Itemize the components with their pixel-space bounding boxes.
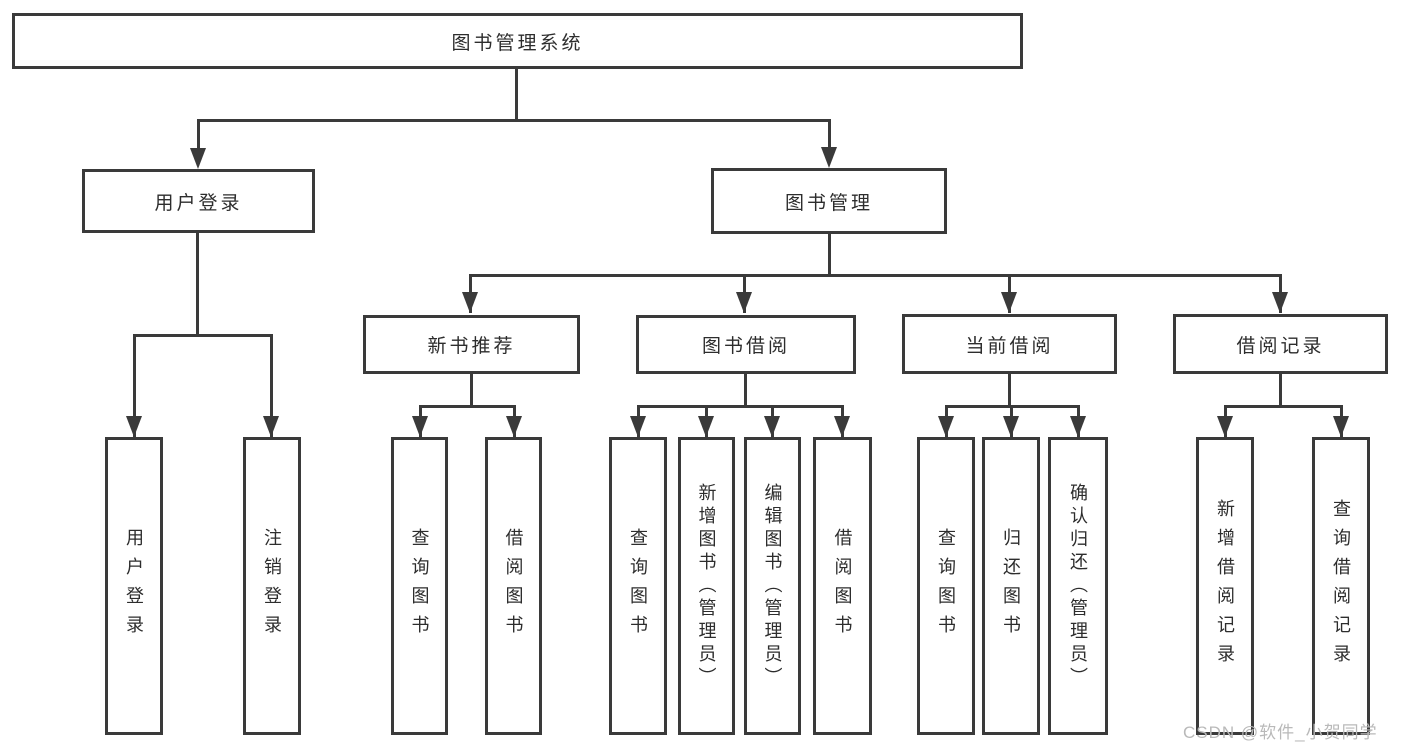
leaf-query-books-c-label: 查询图书 <box>936 528 956 644</box>
leaf-query-books-b-label: 查询图书 <box>628 528 648 644</box>
leaf-logout-label: 注销登录 <box>262 528 282 644</box>
node-user-login: 用户登录 <box>82 169 315 233</box>
arrow-to-user-login-icon <box>190 148 206 169</box>
watermark: CSDN @软件_小贺同学 <box>1183 723 1378 742</box>
arrow-to-leaf-query-books-b-icon <box>630 416 646 437</box>
arrow-to-leaf-add-borrow-record-icon <box>1217 416 1233 437</box>
connector-to-book-management <box>828 119 831 160</box>
leaf-query-books-b: 查询图书 <box>609 437 667 735</box>
arrow-to-new-book-recommend-icon <box>462 292 478 313</box>
leaf-borrow-books-b: 借阅图书 <box>813 437 872 735</box>
arrow-to-leaf-add-books-icon <box>698 416 714 437</box>
arrow-to-book-borrow-icon <box>736 292 752 313</box>
arrow-to-leaf-borrow-books-a-icon <box>506 416 522 437</box>
leaf-query-books-c: 查询图书 <box>917 437 975 735</box>
leaf-return-books-label: 归还图书 <box>1001 528 1021 644</box>
connector-root-split <box>197 119 831 122</box>
node-root-label: 图书管理系统 <box>451 32 584 54</box>
connector-to-leaf-user-login <box>133 334 136 437</box>
node-book-management: 图书管理 <box>711 168 947 234</box>
leaf-add-borrow-record-label: 新增借阅记录 <box>1215 499 1235 673</box>
leaf-user-login: 用户登录 <box>105 437 163 735</box>
leaf-query-books-a-label: 查询图书 <box>409 528 430 644</box>
leaf-confirm-return: 确认归还（管理员） <box>1048 437 1108 735</box>
connector-root-stem <box>515 69 518 121</box>
node-root: 图书管理系统 <box>12 13 1023 69</box>
connector-to-leaf-logout <box>270 334 273 437</box>
connector-to-user-login <box>197 119 200 161</box>
leaf-edit-books-label: 编辑图书（管理员） <box>762 482 783 690</box>
arrow-to-book-management-icon <box>821 147 837 168</box>
leaf-logout: 注销登录 <box>243 437 301 735</box>
arrow-to-borrow-records-icon <box>1272 292 1288 313</box>
node-book-borrow: 图书借阅 <box>636 315 856 374</box>
leaf-borrow-books-a-label: 借阅图书 <box>503 528 524 644</box>
leaf-borrow-books-a: 借阅图书 <box>485 437 542 735</box>
leaf-confirm-return-label: 确认归还（管理员） <box>1068 482 1088 690</box>
arrow-to-leaf-edit-books-icon <box>764 416 780 437</box>
leaf-edit-books: 编辑图书（管理员） <box>744 437 801 735</box>
node-book-borrow-label: 图书借阅 <box>701 336 790 357</box>
leaf-return-books: 归还图书 <box>982 437 1040 735</box>
node-current-borrow: 当前借阅 <box>902 314 1117 374</box>
node-borrow-records: 借阅记录 <box>1173 314 1388 374</box>
connector-new-book-recommend-stem <box>470 374 473 407</box>
leaf-borrow-books-b-label: 借阅图书 <box>832 528 853 644</box>
connector-user-login-split <box>133 334 272 337</box>
leaf-query-books-a: 查询图书 <box>391 437 448 735</box>
connector-borrow-records-split <box>1224 405 1342 408</box>
arrow-to-leaf-query-books-c-icon <box>938 416 954 437</box>
connector-user-login-stem <box>196 233 199 336</box>
node-borrow-records-label: 借阅记录 <box>1236 335 1325 357</box>
leaf-add-books-label: 新增图书（管理员） <box>696 482 717 690</box>
node-new-book-recommend-label: 新书推荐 <box>427 336 516 357</box>
node-user-login-label: 用户登录 <box>154 192 243 214</box>
arrow-to-leaf-logout-icon <box>263 416 279 437</box>
leaf-user-login-label: 用户登录 <box>124 528 144 644</box>
arrow-to-leaf-confirm-return-icon <box>1070 416 1086 437</box>
leaf-query-borrow-record: 查询借阅记录 <box>1312 437 1370 735</box>
connector-book-borrow-stem <box>744 374 747 407</box>
arrow-to-leaf-borrow-books-b-icon <box>834 416 850 437</box>
connector-book-borrow-split <box>637 405 843 408</box>
leaf-query-borrow-record-label: 查询借阅记录 <box>1331 499 1351 673</box>
arrow-to-leaf-user-login-icon <box>126 416 142 437</box>
arrow-to-leaf-query-books-a-icon <box>412 416 428 437</box>
node-book-management-label: 图书管理 <box>784 192 873 214</box>
arrow-to-leaf-query-borrow-record-icon <box>1333 416 1349 437</box>
leaf-add-books: 新增图书（管理员） <box>678 437 735 735</box>
arrow-to-current-borrow-icon <box>1001 292 1017 313</box>
connector-current-borrow-stem <box>1008 374 1011 407</box>
connector-book-management-split <box>470 274 1281 277</box>
arrow-to-leaf-return-books-icon <box>1003 416 1019 437</box>
connector-new-book-recommend-split <box>419 405 515 408</box>
node-new-book-recommend: 新书推荐 <box>363 315 580 374</box>
leaf-add-borrow-record: 新增借阅记录 <box>1196 437 1254 735</box>
node-current-borrow-label: 当前借阅 <box>965 335 1054 357</box>
connector-book-management-stem <box>828 234 831 276</box>
connector-borrow-records-stem <box>1279 374 1282 407</box>
